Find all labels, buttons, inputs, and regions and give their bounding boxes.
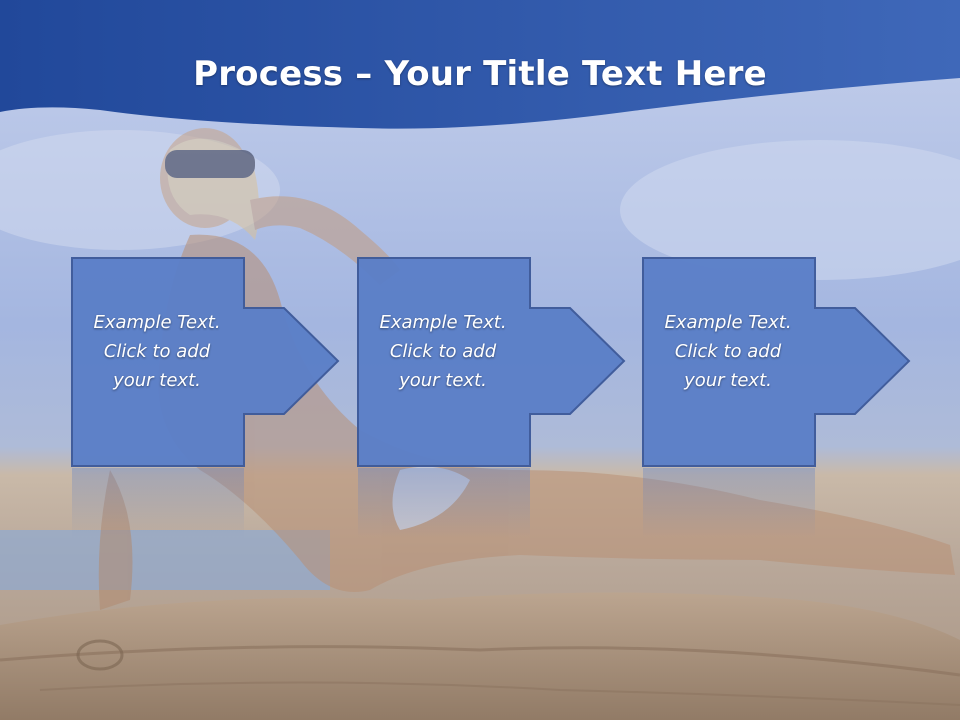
step-label: Example Text. Click to add your text. [379,312,507,391]
arrow-box-shape [642,257,911,538]
slide-title[interactable]: Process – Your Title Text Here [0,52,960,96]
process-step-1[interactable]: Example Text. Click to add your text. [70,256,360,556]
title-rest: – Your Title Text Here [343,54,767,94]
arrow-box-shape [71,257,340,538]
arrow-box-shape [357,257,626,538]
process-step-2[interactable]: Example Text. Click to add your text. [356,256,646,556]
title-bold: Process [193,54,344,94]
step-label: Example Text. Click to add your text. [664,312,792,391]
step-label: Example Text. Click to add your text. [93,312,221,391]
process-step-3[interactable]: Example Text. Click to add your text. [641,256,931,556]
